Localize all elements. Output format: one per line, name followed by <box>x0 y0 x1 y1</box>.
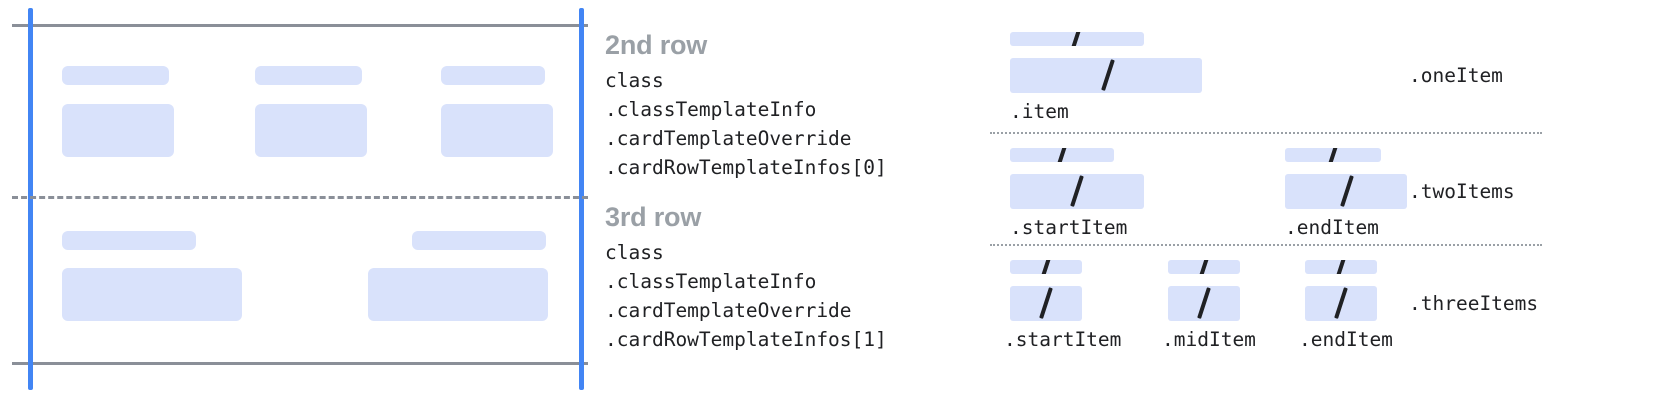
row0-cell2-body-placeholder <box>441 104 553 157</box>
item-cell-label: .startItem <box>1010 216 1128 239</box>
item-body-bar <box>1285 174 1407 209</box>
card-left-guide-line <box>28 8 33 390</box>
slash-mark <box>1040 260 1052 274</box>
item-cell-label: .item <box>1010 100 1069 123</box>
slash-mark <box>1070 32 1082 46</box>
item-cell: .startItem <box>1004 248 1170 358</box>
card-right-guide-line <box>579 8 584 390</box>
row1-cell1-title-placeholder <box>412 231 546 250</box>
item-cell-label: .endItem <box>1299 328 1393 351</box>
item-title-bar <box>1010 32 1144 46</box>
item-body-bar <box>1010 58 1202 93</box>
item-layout-group-two-items: .startItem .endItem .twoItems <box>990 136 1676 248</box>
row0-cell1-body-placeholder <box>255 104 367 157</box>
card-top-edge-rule <box>12 24 588 27</box>
item-layout-group-three-items: .startItem .midItem .endItem <box>990 248 1676 360</box>
item-layout-group-label: .oneItem <box>1409 64 1503 87</box>
slash-mark <box>1070 175 1084 207</box>
card-bottom-edge-rule <box>12 362 588 365</box>
annotation-title: 3rd row <box>605 202 702 232</box>
annotation-block-3rd-row: 3rd row class .classTemplateInfo .cardTe… <box>605 200 887 354</box>
slash-mark <box>1335 260 1347 274</box>
row0-cell1-title-placeholder <box>255 66 362 85</box>
item-layout-separator <box>990 132 1542 134</box>
item-layout-separator <box>990 244 1542 246</box>
item-title-bar <box>1305 260 1377 274</box>
slash-mark <box>1334 287 1348 319</box>
annotations-panel: 2nd row class .classTemplateInfo .cardTe… <box>600 0 990 412</box>
item-title-bar <box>1010 260 1082 274</box>
annotation-code-path: class .classTemplateInfo .cardTemplateOv… <box>605 241 887 351</box>
item-title-bar <box>1168 260 1240 274</box>
item-cell: .endItem <box>1285 136 1545 246</box>
row1-cell0-title-placeholder <box>62 231 196 250</box>
slash-mark <box>1197 287 1211 319</box>
item-cell: .item <box>1010 18 1270 130</box>
card-row-divider <box>12 196 588 199</box>
item-cell-label: .endItem <box>1285 216 1379 239</box>
item-cell-label: .startItem <box>1004 328 1122 351</box>
item-body-bar <box>1010 286 1082 321</box>
slash-mark <box>1056 148 1068 162</box>
row0-cell0-body-placeholder <box>62 104 174 157</box>
row0-cell2-title-placeholder <box>441 66 545 85</box>
item-title-bar <box>1285 148 1381 162</box>
slash-mark <box>1039 287 1053 319</box>
slash-mark <box>1340 175 1354 207</box>
item-layout-group-label: .twoItems <box>1409 180 1515 203</box>
annotation-block-2nd-row: 2nd row class .classTemplateInfo .cardTe… <box>605 28 887 182</box>
item-cell: .midItem <box>1162 248 1328 358</box>
item-cell: .startItem <box>1010 136 1270 246</box>
item-cell-label: .midItem <box>1162 328 1256 351</box>
item-layouts-panel: .item .oneItem .startItem <box>990 0 1676 412</box>
item-body-bar <box>1168 286 1240 321</box>
slash-mark <box>1198 260 1210 274</box>
row0-cell0-title-placeholder <box>62 66 169 85</box>
card-preview-panel <box>0 0 600 412</box>
item-layout-group-label: .threeItems <box>1409 292 1539 315</box>
annotation-code-path: class .classTemplateInfo .cardTemplateOv… <box>605 69 887 179</box>
row1-cell1-body-placeholder <box>368 268 548 321</box>
item-title-bar <box>1010 148 1114 162</box>
item-body-bar <box>1010 174 1144 209</box>
row1-cell0-body-placeholder <box>62 268 242 321</box>
item-layout-group-one-item: .item .oneItem <box>990 18 1676 132</box>
item-cell: .endItem <box>1299 248 1465 358</box>
slash-mark <box>1327 148 1339 162</box>
annotation-title: 2nd row <box>605 30 708 60</box>
slash-mark <box>1101 59 1115 91</box>
item-body-bar <box>1305 286 1377 321</box>
